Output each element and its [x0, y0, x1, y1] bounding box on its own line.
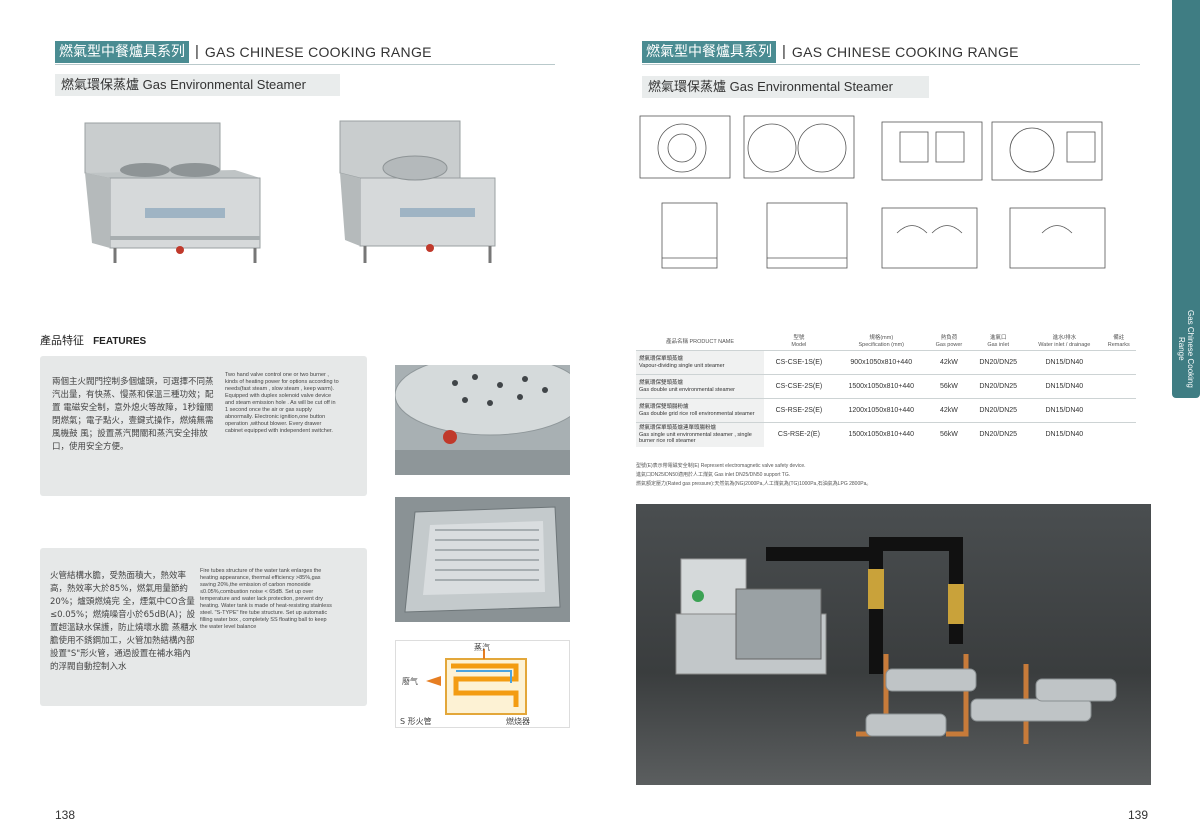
- features-cn: 產品特征: [40, 334, 84, 347]
- header-en-right: GAS CHINESE COOKING RANGE: [791, 44, 1019, 60]
- side-tab-label: Gas Chinese Cooking Range: [1177, 310, 1195, 388]
- header-sep-right: |: [782, 43, 786, 60]
- s-tube-diagram: 蒸汽 廢气 S 形火管 燃烧器: [395, 640, 570, 728]
- features-heading: 產品特征 FEATURES: [40, 332, 146, 348]
- table-notes: 型號(E)表示帶電磁安全制(E) Represent electromagnet…: [636, 462, 1136, 489]
- col-name: 產品名稱 PRODUCT NAME: [665, 338, 735, 345]
- steamer-single-image: [84, 122, 261, 263]
- feature1-en: Two hand valve control one or two burner…: [225, 372, 339, 434]
- feature2-en: Fire tubes structure of the water tank e…: [200, 568, 332, 630]
- features-en: FEATURES: [93, 336, 147, 347]
- feature2-cn: 火管結構水膽，受熱面積大，熱效率高，熱效率大於85%，燃氣用量節約20%；爐頭燃…: [50, 571, 198, 672]
- header-rule-right: [642, 64, 1140, 65]
- sub-title-right: 燃氣環保蒸爐 Gas Environmental Steamer: [642, 76, 929, 98]
- technical-drawings: [639, 115, 1106, 269]
- side-tab: Gas Chinese Cooking Range: [1172, 0, 1200, 398]
- page-number-right: 139: [1128, 808, 1149, 822]
- header-cn-right: 燃氣型中餐爐具系列: [642, 41, 776, 63]
- diagram-burner-label: 燃烧器: [506, 717, 530, 726]
- left-header: 燃氣型中餐爐具系列 | GAS CHINESE COOKING RANGE: [55, 41, 432, 63]
- header-cn: 燃氣型中餐爐具系列: [55, 41, 189, 63]
- header-rule: [55, 64, 555, 65]
- note-1: 型號(E)表示帶電磁安全制(E) Represent electromagnet…: [636, 463, 806, 469]
- steamer-lid-image: [339, 120, 496, 263]
- diagram-exhaust-label: 廢气: [402, 677, 418, 686]
- feature-panel-1: 兩個主火閥門控制多個爐頭，可選擇不同蒸汽出量，有快蒸、慢蒸和保溫三種功效；配置 …: [40, 356, 367, 496]
- note-2: 進氣口DN25/DN50適用於人工煤氣 Gas inlet DN25/DN50 …: [636, 472, 791, 478]
- burner-detail-photo: [395, 365, 570, 475]
- header-sep: |: [195, 43, 199, 60]
- feature1-cn: 兩個主火閥門控制多個爐頭，可選擇不同蒸汽出量，有快蒸、慢蒸和保溫三種功效；配置 …: [52, 377, 214, 452]
- note-3: 燃氣額定壓力(Rated gas pressure):天然氣為(NG)2000P…: [636, 481, 872, 487]
- right-header: 燃氣型中餐爐具系列 | GAS CHINESE COOKING RANGE: [642, 41, 1019, 63]
- diagram-steam-label: 蒸汽: [474, 643, 490, 652]
- sub-title: 燃氣環保蒸爐 Gas Environmental Steamer: [55, 74, 340, 96]
- page-number-left: 138: [55, 808, 76, 822]
- piping-render: [636, 504, 1151, 785]
- col-spec: 規格(mm)Specification (mm): [858, 335, 905, 348]
- diagram-stube-label: S 形火管: [400, 717, 432, 726]
- perforated-tray-photo: [395, 497, 570, 622]
- header-en: GAS CHINESE COOKING RANGE: [204, 44, 432, 60]
- feature-panel-2: 火管結構水膽，受熱面積大，熱效率高，熱效率大於85%，燃氣用量節約20%；爐頭燃…: [40, 548, 367, 706]
